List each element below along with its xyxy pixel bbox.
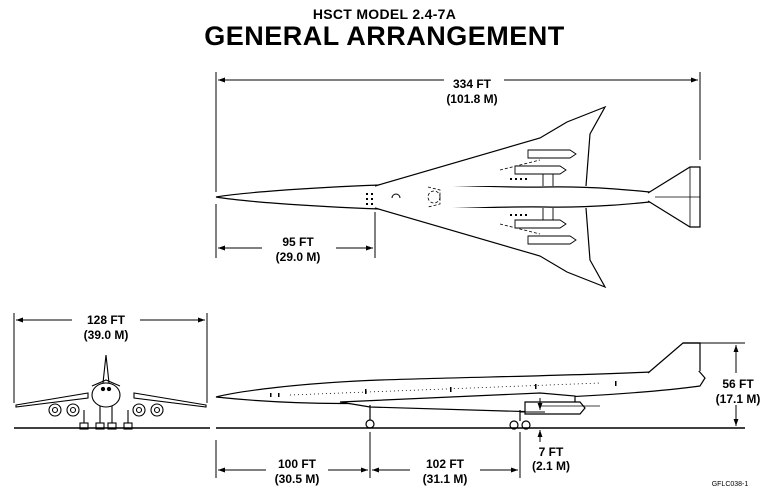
- nose-gear-to-main-gear-m: (31.1 M): [423, 472, 468, 486]
- overall-length-m: (101.8 M): [446, 92, 497, 106]
- wingspan-m: (39.0 M): [84, 328, 129, 342]
- nose-gear-to-main-gear-ft: 102 FT: [426, 457, 465, 471]
- page-title: GENERAL ARRANGEMENT: [204, 21, 565, 51]
- wingspan-ft: 128 FT: [87, 313, 126, 327]
- side-view: [215, 342, 706, 430]
- nose-to-nose-gear-m: (30.5 M): [275, 472, 320, 486]
- side-dimensions: [215, 342, 745, 478]
- height-m: (17.1 M): [716, 392, 761, 406]
- vertical-tail: [647, 342, 701, 374]
- model-subtitle: HSCT MODEL 2.4-7A: [312, 6, 457, 22]
- height-ft: 56 FT: [722, 377, 754, 391]
- ground-clearance-ft: 7 FT: [539, 445, 564, 459]
- fuselage-plan: [215, 183, 701, 211]
- nose-to-wing-m: (29.0 M): [276, 250, 321, 264]
- nose-to-nose-gear-ft: 100 FT: [278, 457, 317, 471]
- plan-view: [215, 105, 701, 289]
- ground-clearance-m: (2.1 M): [532, 459, 570, 473]
- wing-lower: [374, 207, 607, 289]
- front-view: [15, 354, 207, 430]
- wing-upper: [374, 105, 607, 187]
- front-dimensions: [13, 313, 210, 429]
- plan-dimensions: [215, 72, 701, 258]
- nose-to-wing-ft: 95 FT: [282, 235, 314, 249]
- overall-length-ft: 334 FT: [453, 77, 492, 91]
- drawing-code: GFLC038-1: [712, 481, 749, 488]
